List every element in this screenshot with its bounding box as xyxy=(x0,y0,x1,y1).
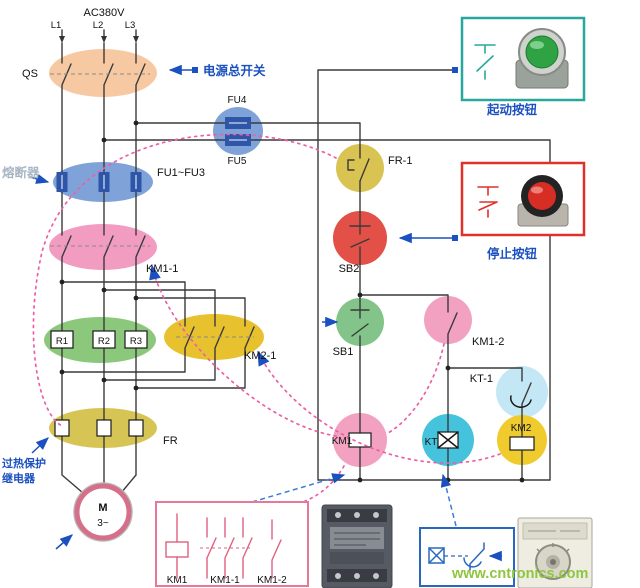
thermal-relay-elements xyxy=(54,419,144,437)
fu123-label: FU1~FU3 xyxy=(157,167,205,179)
link-km1-to-km1-1 xyxy=(149,264,337,437)
km2-1-label: KM2-1 xyxy=(244,350,276,362)
start-button-dome xyxy=(525,35,559,69)
coil-symbols xyxy=(348,431,535,451)
sb1-label: SB1 xyxy=(333,346,354,358)
motor-letter: M xyxy=(98,502,107,514)
fuse-elements xyxy=(56,117,251,192)
link-km2-to-km2-1 xyxy=(257,350,501,464)
fuse-callout-label: 熔断器 xyxy=(2,165,40,180)
callout-arrows xyxy=(29,64,458,550)
panel-to-kt-dashed xyxy=(440,473,457,527)
component-labels: AC380V L1 L2 L3 QS FU4 FU5 FU1~FU3 KM1-1… xyxy=(22,7,532,448)
resistor-r2-label: R2 xyxy=(98,336,110,347)
stop-button-callout-label: 停止按钮 xyxy=(487,246,538,261)
resistor-r1 xyxy=(50,330,74,349)
motor: M 3~ xyxy=(73,482,133,542)
fu4-label: FU4 xyxy=(228,95,247,106)
km1-coil-symbol xyxy=(348,432,372,448)
stop-button-symbol xyxy=(477,186,499,218)
km1-2-label: KM1-2 xyxy=(472,336,504,348)
callout-labels: 电源总开关 熔断器 过热保护 继电器 起动按钮 停止按钮 xyxy=(2,63,537,485)
resistor-r1-label: R1 xyxy=(56,336,68,347)
phase-l2-label: L2 xyxy=(93,20,104,31)
timer-photo xyxy=(517,517,593,588)
phase-entry-arrows xyxy=(59,36,139,43)
resistor-r3 xyxy=(124,330,148,349)
contactor-photo xyxy=(321,504,393,588)
thermal-callout-line1: 过热保护 xyxy=(2,456,46,470)
association-links xyxy=(32,133,501,527)
panel-km1-2-label: KM1-2 xyxy=(257,575,287,586)
start-button-callout xyxy=(460,16,586,102)
km1-2-highlight xyxy=(424,296,472,344)
motor-phase-label: 3~ xyxy=(97,518,109,529)
km-contact-panel: KM1 KM1-1 KM1-2 xyxy=(155,501,309,587)
start-callout-dot xyxy=(452,67,458,73)
start-button-symbol xyxy=(474,44,496,80)
phase-l3-label: L3 xyxy=(125,20,136,31)
stop-button-callout xyxy=(460,161,586,237)
km1-1-highlight xyxy=(49,224,157,270)
link-fr1-to-fr xyxy=(32,133,337,427)
thermal-callout-line2: 继电器 xyxy=(2,471,36,485)
kt-label: KT xyxy=(425,437,438,448)
sb2-highlight xyxy=(333,211,387,265)
wires xyxy=(50,29,551,500)
sb1-highlight xyxy=(336,298,384,346)
panel-km1-label: KM1 xyxy=(167,575,188,586)
sb2-label: SB2 xyxy=(339,263,360,275)
fr1-label: FR-1 xyxy=(388,155,412,167)
fr-label: FR xyxy=(163,435,178,447)
stop-button-highlight xyxy=(531,186,543,194)
km1-label: KM1 xyxy=(332,436,353,447)
main-switch-callout-dot xyxy=(192,67,198,73)
watermark: www.cntronics.com xyxy=(451,566,588,582)
fr1-highlight xyxy=(336,144,384,192)
panel-km1-coil xyxy=(165,541,189,558)
resistor-r3-label: R3 xyxy=(130,336,142,347)
component-highlights xyxy=(44,49,548,467)
qs-label: QS xyxy=(22,68,38,80)
start-button-callout-label: 起动按钮 xyxy=(486,102,538,117)
kt1-label: KT-1 xyxy=(470,373,493,385)
panel-km1-1-label: KM1-1 xyxy=(210,575,240,586)
resistor-r2 xyxy=(92,330,116,349)
phase-l1-label: L1 xyxy=(51,20,62,31)
km2-coil-symbol xyxy=(509,436,535,451)
supply-voltage-label: AC380V xyxy=(84,7,126,19)
start-button-highlight xyxy=(530,41,544,49)
main-switch-callout-label: 电源总开关 xyxy=(203,63,266,78)
control-fuse-highlight xyxy=(213,107,263,155)
panel-to-km1-dashed xyxy=(251,473,346,503)
link-km1-2-to-km1 xyxy=(387,343,445,434)
km1-1-label: KM1-1 xyxy=(146,263,178,275)
link-km1-to-panel xyxy=(299,465,345,504)
stop-callout-dot xyxy=(452,235,458,241)
kt-symbol-panel xyxy=(419,527,515,587)
motor-body xyxy=(74,483,132,541)
fu5-label: FU5 xyxy=(228,156,247,167)
starting-resistors: R1 R2 R3 xyxy=(50,330,148,349)
stop-button-dome xyxy=(528,182,556,210)
qs-highlight xyxy=(49,49,157,97)
km2-label: KM2 xyxy=(511,423,532,434)
kt1-highlight xyxy=(496,366,548,418)
